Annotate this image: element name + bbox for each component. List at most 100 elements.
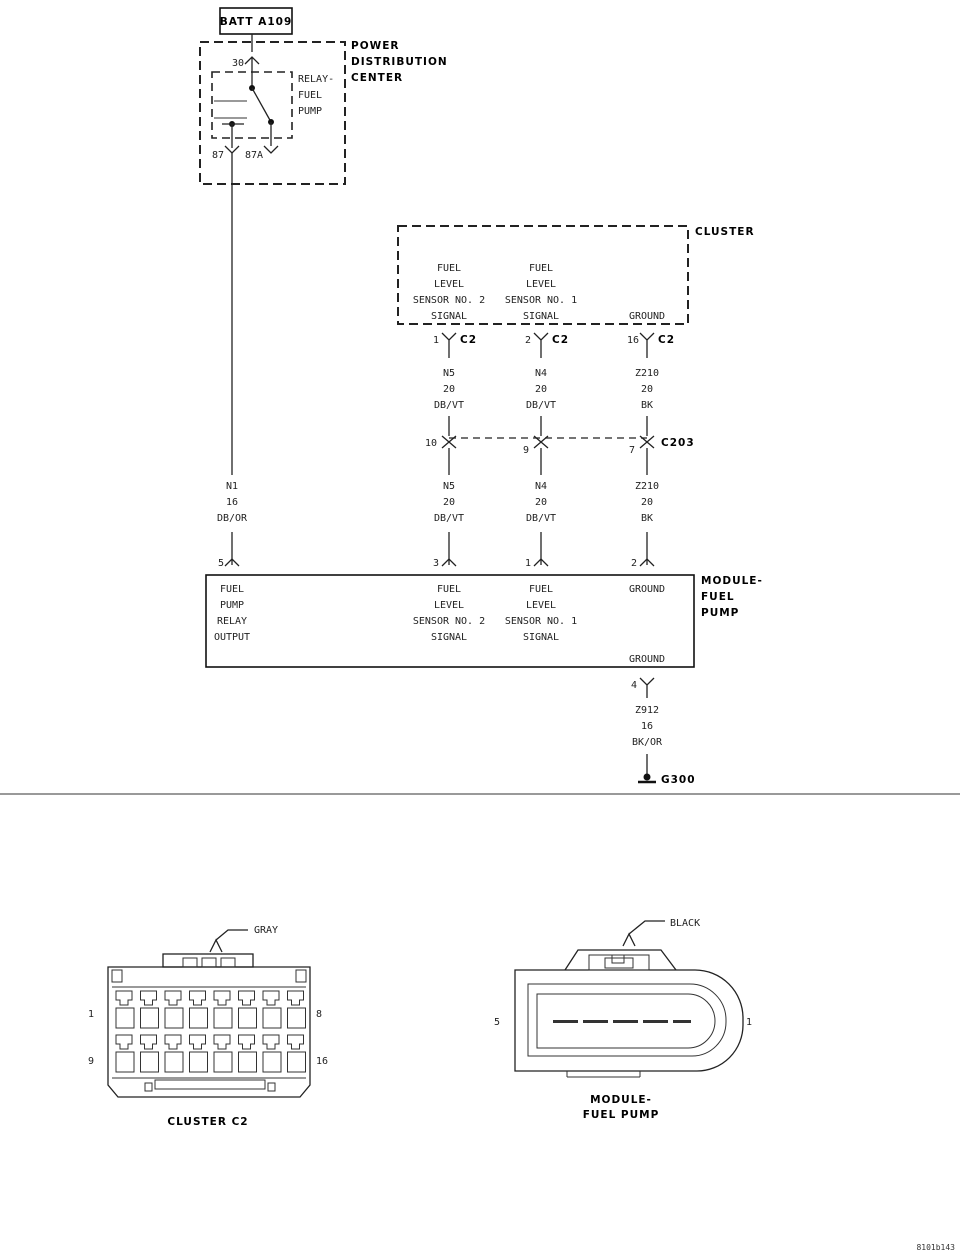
cavity-latch — [164, 1034, 182, 1050]
cluster-c2-connector-view — [107, 953, 311, 1098]
module-title-1: MODULE- — [701, 575, 763, 587]
wire-n5-lower-circuit: N5 — [443, 481, 455, 492]
module-pin-4-connector — [639, 677, 655, 698]
module-relay-output-3: RELAY — [217, 616, 247, 627]
cavity — [140, 1051, 159, 1073]
cluster-c2-pin-8: 8 — [316, 1009, 322, 1020]
wire-z210-lower-circuit: Z210 — [635, 481, 659, 492]
cluster-ground: GROUND — [629, 311, 665, 322]
module-fls1-4: SIGNAL — [523, 632, 559, 643]
c203-pin-9: 9 — [523, 445, 529, 456]
module-connector-name-2: FUEL PUMP — [583, 1109, 660, 1121]
wire-n1-gauge: 16 — [226, 497, 238, 508]
cavity-latch — [115, 990, 133, 1006]
wire-n1-color: DB/OR — [217, 513, 248, 524]
black-pointer — [622, 920, 665, 947]
wire-n4-upper-circuit: N4 — [535, 368, 547, 379]
module-pin-5-connector — [224, 558, 240, 567]
module-pin-2: 2 — [631, 558, 637, 569]
module-title-2: FUEL — [701, 591, 735, 603]
wire-n4-lower-gauge: 20 — [535, 497, 547, 508]
module-ground-bottom: GROUND — [629, 654, 665, 665]
cavity-latch — [213, 1034, 231, 1050]
wire-z210-lower-gauge: 20 — [641, 497, 653, 508]
c2-pin-2-connector — [533, 332, 549, 358]
cavity — [262, 1007, 282, 1029]
module-relay-output-1: FUEL — [220, 584, 244, 595]
ground-point-icon — [643, 773, 651, 781]
module-fls2-3: SENSOR NO. 2 — [413, 616, 485, 627]
c203-pin-10-connector — [441, 435, 457, 449]
pdc-outline — [199, 41, 346, 185]
cavity-latch — [238, 1034, 255, 1050]
cavity — [238, 1007, 257, 1029]
wire-z210-upper-gauge: 20 — [641, 384, 653, 395]
cluster-fls1-1: FUEL — [529, 263, 553, 274]
module-fls2-4: SIGNAL — [431, 632, 467, 643]
cluster-title: CLUSTER — [695, 226, 755, 238]
relay-label-1: RELAY- — [298, 74, 334, 85]
module-fls2-1: FUEL — [437, 584, 461, 595]
cluster-c2-color: GRAY — [254, 925, 278, 936]
cavity-latch — [140, 1034, 157, 1050]
module-fuel-pump-connector-view — [514, 949, 744, 1078]
cavity — [213, 1051, 233, 1073]
module-pin-3-connector — [441, 558, 457, 567]
wire-z912-color: BK/OR — [632, 737, 663, 748]
c2-pin-1: 1 — [433, 335, 439, 346]
pin-87a-connector — [263, 145, 279, 154]
cluster-c2-pin-1: 1 — [88, 1009, 94, 1020]
module-pin-2-connector — [639, 558, 655, 567]
c2-pin-16: 16 — [627, 335, 639, 346]
cavity — [238, 1051, 257, 1073]
wire-z210-upper-color: BK — [641, 400, 653, 411]
module-relay-output-2: PUMP — [220, 600, 244, 611]
cavity-latch — [164, 990, 182, 1006]
pin-30-label: 30 — [232, 58, 244, 69]
cluster-fls2-3: SENSOR NO. 2 — [413, 295, 485, 306]
battery-box — [219, 7, 293, 35]
wire-n4-upper-color: DB/VT — [526, 400, 556, 411]
cavity-latch — [287, 1034, 304, 1050]
cavity-latch — [287, 990, 304, 1006]
cavity-latch — [262, 1034, 280, 1050]
cluster-c2-cavities — [115, 990, 306, 1073]
module-connector-name-1: MODULE- — [590, 1094, 652, 1106]
cluster-fls2-1: FUEL — [437, 263, 461, 274]
pin-87-label: 87 — [212, 150, 224, 161]
cavity-latch — [189, 990, 206, 1006]
cluster-outline — [397, 225, 689, 325]
wire-z210-lower-color: BK — [641, 513, 653, 524]
pdc-title-3: CENTER — [351, 72, 403, 84]
module-pin-4: 4 — [631, 680, 637, 691]
cavity — [189, 1007, 208, 1029]
module-pin-3: 3 — [433, 558, 439, 569]
module-connector-pin-5: 5 — [494, 1017, 500, 1028]
ground-label: G300 — [661, 774, 696, 786]
cavity — [115, 1051, 135, 1073]
cavity — [164, 1007, 184, 1029]
wire-n4-upper-gauge: 20 — [535, 384, 547, 395]
wire-n4-lower-circuit: N4 — [535, 481, 547, 492]
cavity — [140, 1007, 159, 1029]
module-ground-top: GROUND — [629, 584, 665, 595]
pdc-title-1: POWER — [351, 40, 399, 52]
cavity — [287, 1007, 306, 1029]
cavity — [115, 1007, 135, 1029]
gray-pointer — [209, 929, 248, 953]
cavity — [164, 1051, 184, 1073]
wire-n4-lower-color: DB/VT — [526, 513, 556, 524]
wire-z210-upper-circuit: Z210 — [635, 368, 659, 379]
cavity-latch — [213, 990, 231, 1006]
module-title-3: PUMP — [701, 607, 739, 619]
wire-n5-lower-gauge: 20 — [443, 497, 455, 508]
module-fls1-1: FUEL — [529, 584, 553, 595]
cluster-fls1-2: LEVEL — [526, 279, 556, 290]
cavity-latch — [140, 990, 157, 1006]
module-pin-1: 1 — [525, 558, 531, 569]
c2-label-3: C2 — [658, 334, 675, 346]
module-fls2-2: LEVEL — [434, 600, 464, 611]
pin-30-connector — [244, 56, 260, 72]
module-pin-1-connector — [533, 558, 549, 567]
